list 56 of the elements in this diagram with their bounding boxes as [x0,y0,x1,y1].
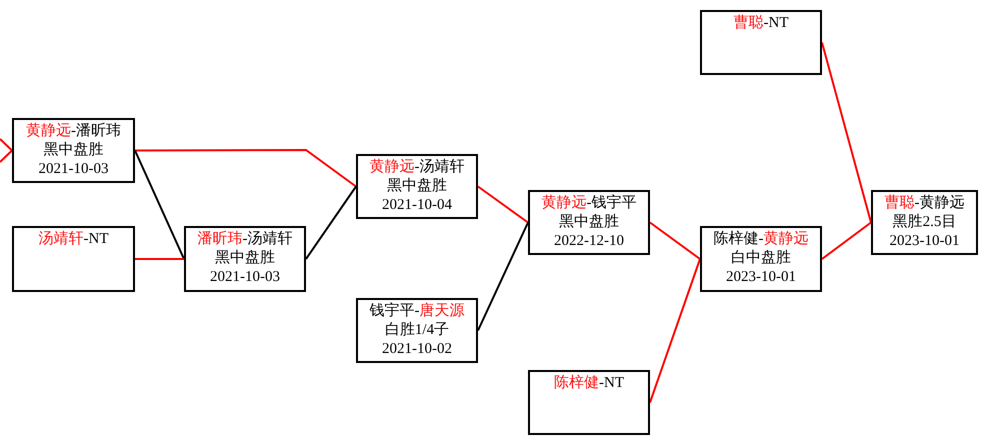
connector-line [0,138,13,152]
player-name: 钱宇平- [370,302,420,321]
player-name: 陈梓健- [714,230,764,249]
match-box [700,226,822,292]
match-date: 2023-10-01 [726,268,796,287]
match-box [184,226,306,292]
result-text: 黑中盘胜 [215,249,275,268]
winner-name: 潘昕玮 [198,230,242,249]
match-date: 2021-10-02 [382,340,452,359]
connector-line [134,150,185,260]
player-name: -NT [84,230,108,249]
winner-name: 曹聪 [884,194,914,213]
connector-line [821,222,872,260]
match-box [356,154,478,219]
connector-line [649,258,701,403]
winner-name: 黄静远 [542,194,586,213]
result-text: 黑胜2.5目 [892,213,956,232]
player-name: -钱宇平 [586,194,636,213]
player-name: -NT [599,374,624,393]
connector-line [477,186,529,224]
winner-name: 黄静远 [26,122,71,141]
match-box [356,298,478,363]
connector-line [649,222,701,260]
match-date: 2022-12-10 [554,232,624,251]
winner-name: 黄静远 [370,158,414,177]
winner-name: 陈梓健 [554,374,599,393]
match-box [528,370,650,435]
match-box [12,226,135,292]
result-text: 黑中盘胜 [559,213,619,232]
winner-name: 唐天源 [420,302,464,321]
player-name: -黄静远 [914,194,964,213]
result-text: 黑中盘胜 [44,141,104,160]
connector-line [0,150,13,163]
winner-name: 汤靖轩 [38,230,84,249]
player-name: -汤靖轩 [414,158,464,177]
match-box [700,10,822,75]
match-box [528,190,650,255]
result-text: 白中盘胜 [731,249,791,268]
connector-line [305,186,357,260]
player-name: -NT [764,14,788,33]
winner-name: 曹聪 [734,14,764,33]
connector-line [135,258,184,260]
match-date: 2021-10-03 [210,268,280,287]
player-name: -汤靖轩 [242,230,292,249]
connector-line [477,222,529,331]
match-date: 2021-10-03 [38,160,108,179]
player-name: -潘昕玮 [71,122,121,141]
match-box [871,190,978,255]
result-text: 黑中盘胜 [387,177,447,196]
connector-line [135,149,357,188]
winner-name: 黄静远 [764,230,808,249]
match-date: 2023-10-01 [890,232,960,251]
result-text: 白胜1/4子 [384,321,450,340]
match-date: 2021-10-04 [382,196,452,215]
connector-line [821,42,872,223]
match-box [12,118,135,183]
